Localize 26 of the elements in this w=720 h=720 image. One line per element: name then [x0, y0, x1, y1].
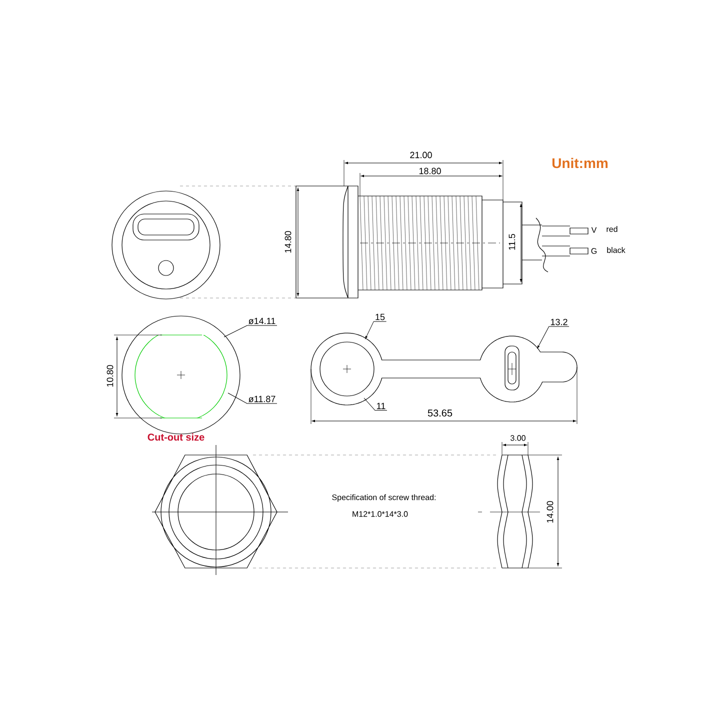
dimension-label: 14.00	[546, 501, 554, 523]
dimension-label: 21.00	[410, 152, 432, 158]
dimension-label: ø14.11	[248, 318, 276, 324]
dimension-label: 15	[376, 314, 385, 320]
dimension-label: 11	[377, 402, 386, 410]
wire-label: red	[606, 226, 618, 232]
leader-line	[365, 321, 387, 339]
pin-label: V	[591, 227, 597, 233]
wire-label: black	[607, 247, 626, 253]
dimension-label: 11.5	[508, 234, 516, 250]
dimension-label: 53.65	[428, 409, 452, 417]
dimension-label: ø11.87	[248, 396, 276, 402]
leader-line	[224, 325, 278, 338]
dimension-label: 13.2	[550, 318, 568, 326]
leader-line	[228, 392, 278, 404]
view-title: Cut-out size	[148, 433, 204, 441]
dimension-label: 18.80	[419, 168, 441, 174]
pin-label: G	[591, 248, 597, 254]
dimension-label: 3.00	[510, 435, 526, 441]
leader-line	[537, 326, 570, 348]
leader-line	[364, 398, 388, 411]
dimension-label: 10.80	[106, 365, 114, 387]
dimension-label: 14.80	[284, 231, 292, 253]
unit-note: Unit:mm	[552, 158, 608, 168]
note-text: Specification of screw thread:	[332, 494, 436, 502]
note-text: M12*1.0*14*3.0	[352, 511, 408, 517]
